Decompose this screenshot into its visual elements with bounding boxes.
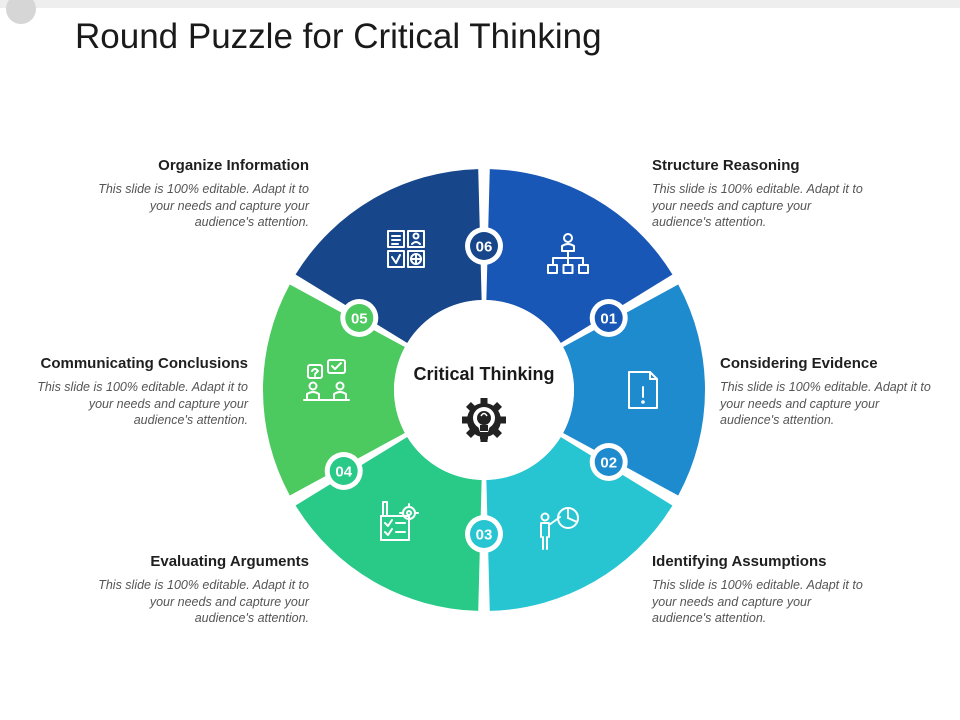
wheel-segment	[263, 284, 405, 496]
block-considering-evidence: Considering Evidence This slide is 100% …	[720, 355, 935, 429]
segment-number-tab: 02	[589, 443, 628, 481]
block-structure-reasoning: Structure Reasoning This slide is 100% e…	[652, 157, 867, 231]
block-communicating-conclusions: Communicating Conclusions This slide is …	[33, 355, 248, 429]
org-hierarchy-icon	[547, 233, 589, 274]
segment-number: 03	[476, 527, 493, 544]
segment-number: 01	[600, 311, 617, 328]
segment-number: 05	[351, 311, 368, 328]
segment-number-tab: 06	[465, 227, 503, 265]
top-strip	[0, 0, 960, 8]
presenter-chart-icon	[540, 507, 579, 550]
segment-number: 02	[600, 455, 617, 472]
segment-number-tab: 01	[589, 299, 628, 337]
block-description: This slide is 100% editable. Adapt it to…	[98, 182, 309, 229]
block-title: Organize Information	[158, 157, 309, 174]
block-title: Identifying Assumptions	[652, 553, 827, 570]
people-discussion-icon	[303, 359, 350, 401]
corner-dot	[6, 0, 36, 24]
document-alert-icon	[628, 371, 658, 409]
block-title: Structure Reasoning	[652, 157, 800, 174]
block-description: This slide is 100% editable. Adapt it to…	[98, 578, 309, 625]
block-description: This slide is 100% editable. Adapt it to…	[37, 380, 248, 427]
block-description: This slide is 100% editable. Adapt it to…	[652, 578, 863, 625]
center-hub	[394, 300, 574, 480]
segment-number-tab: 05	[340, 299, 379, 337]
block-title: Evaluating Arguments	[150, 553, 309, 570]
block-description: This slide is 100% editable. Adapt it to…	[652, 182, 863, 229]
block-title: Communicating Conclusions	[40, 355, 248, 372]
center-label: Critical Thinking	[413, 364, 554, 384]
block-title: Considering Evidence	[720, 355, 878, 372]
lightbulb-gear-icon	[462, 398, 506, 442]
organize-grid-icon	[387, 230, 425, 268]
wheel-segment	[563, 284, 706, 496]
segment-number-tab: 03	[465, 515, 503, 553]
wheel-segment	[486, 169, 673, 343]
block-description: This slide is 100% editable. Adapt it to…	[720, 380, 931, 427]
segment-number: 04	[335, 464, 352, 481]
segment-number: 06	[476, 239, 493, 256]
block-identifying-assumptions: Identifying Assumptions This slide is 10…	[652, 553, 867, 627]
segment-number-tab: 04	[324, 452, 363, 490]
wheel-segment	[486, 437, 673, 611]
block-evaluating-arguments: Evaluating Arguments This slide is 100% …	[94, 553, 309, 627]
checklist-gear-icon	[380, 501, 419, 541]
page-title: Round Puzzle for Critical Thinking	[75, 17, 602, 56]
block-organize-information: Organize Information This slide is 100% …	[94, 157, 309, 231]
